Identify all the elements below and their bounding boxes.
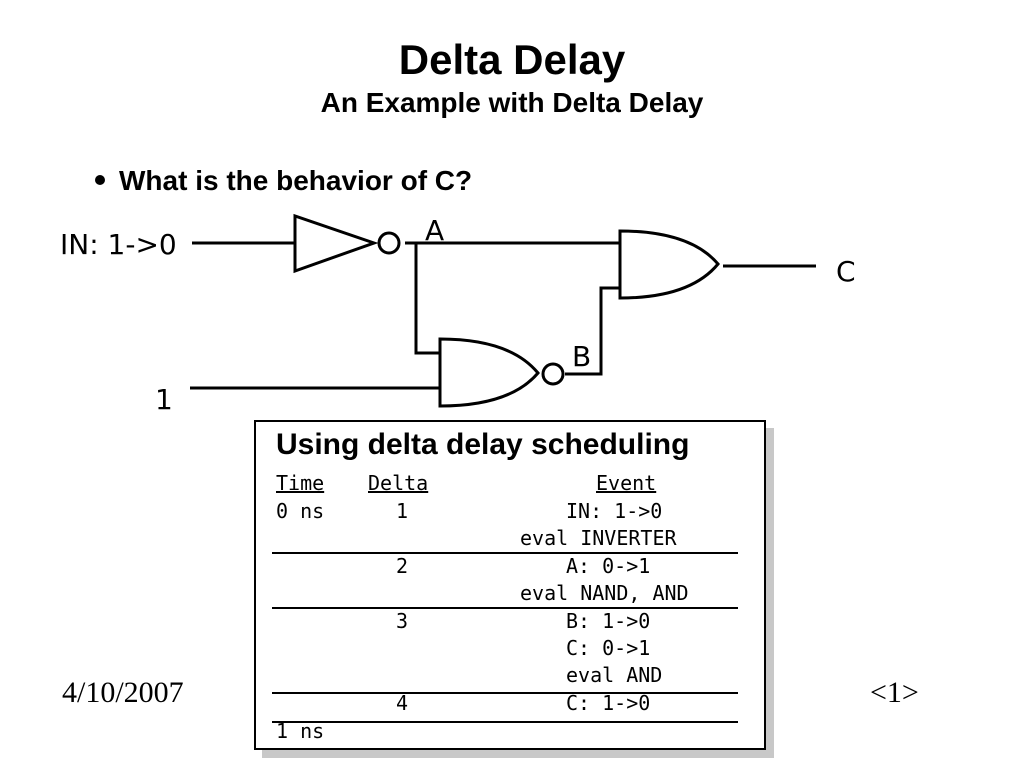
header-delta: Delta — [368, 471, 429, 495]
wire-a-branch — [414, 243, 440, 355]
row-event: IN: 1->0 — [566, 499, 663, 523]
row-delta: 2 — [396, 554, 409, 578]
row-event: C: 0->1 — [566, 636, 651, 660]
output-label: C — [836, 255, 856, 288]
row-event: eval INVERTER — [520, 526, 677, 550]
nand-gate — [438, 337, 540, 408]
and-gate — [618, 229, 720, 300]
inverter-gate — [293, 213, 379, 274]
const-label: 1 — [155, 383, 173, 416]
bullet-dot-icon — [95, 174, 105, 185]
row-delta: 1 — [396, 499, 409, 523]
row-event: eval AND — [566, 663, 663, 687]
row-event: eval NAND, AND — [520, 581, 689, 605]
delta-table: Using delta delay scheduling Time Delta … — [254, 420, 766, 750]
row-time: 0 ns — [276, 499, 325, 523]
row-divider — [272, 692, 738, 694]
input-label: IN: 1->0 — [60, 228, 177, 261]
wire-b — [565, 286, 620, 376]
row-delta: 3 — [396, 609, 409, 633]
slide-subtitle: An Example with Delta Delay — [320, 87, 704, 118]
row-divider — [272, 552, 738, 554]
inverter-bubble — [377, 231, 401, 255]
nand-bubble — [541, 362, 565, 386]
row-time: 1 ns — [276, 719, 325, 743]
bullet-text: What is the behavior of C? — [119, 165, 473, 196]
bullet-point: What is the behavior of C? — [95, 165, 472, 197]
row-divider — [272, 721, 738, 723]
row-event: B: 1->0 — [566, 609, 651, 633]
node-a-label: A — [425, 214, 444, 247]
header-time: Time — [276, 471, 325, 495]
footer-date: 4/10/2007 — [62, 676, 184, 709]
row-event: C: 1->0 — [566, 691, 651, 715]
slide-title: Delta Delay — [398, 36, 626, 83]
row-delta: 4 — [396, 691, 409, 715]
row-event: A: 0->1 — [566, 554, 651, 578]
row-divider — [272, 607, 738, 609]
header-event: Event — [596, 471, 657, 495]
page-number: <1> — [870, 676, 919, 709]
table-title: Using delta delay scheduling — [276, 428, 690, 461]
node-b-label: B — [572, 340, 591, 373]
